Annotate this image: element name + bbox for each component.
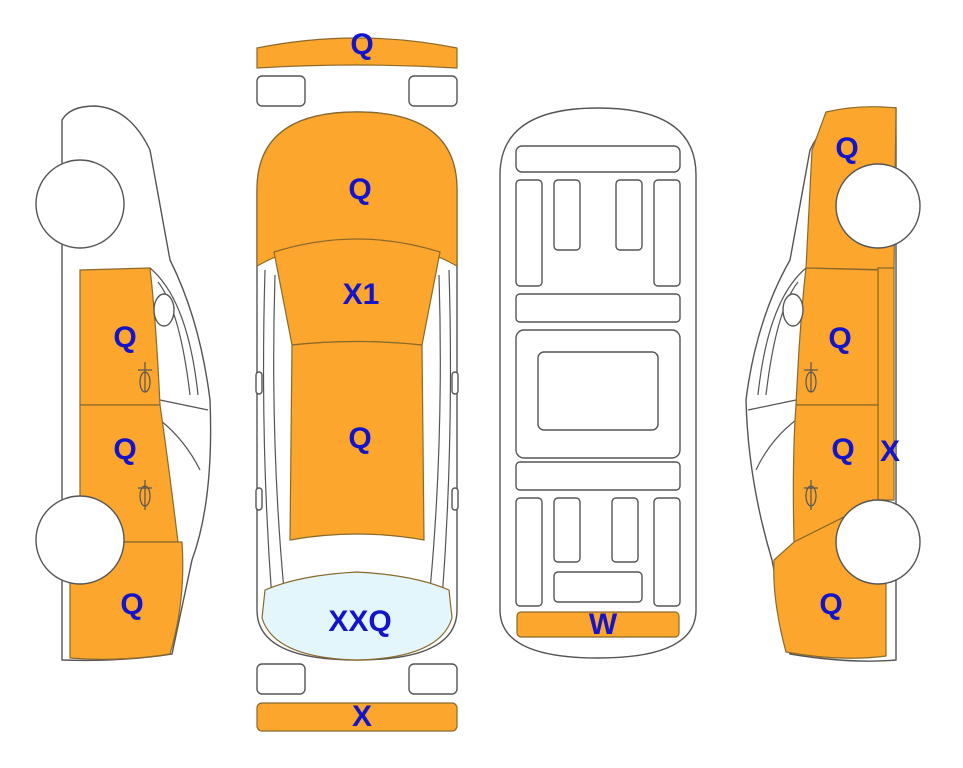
right-taillight: [408, 663, 458, 695]
rear-window-panel[interactable]: [261, 571, 453, 661]
right-headlight: [408, 75, 458, 107]
underbody-rear-panel[interactable]: [516, 611, 680, 638]
front-bumper-panel[interactable]: [256, 37, 458, 69]
right-side-view: [745, 106, 921, 662]
right-rear-wheel: [835, 499, 921, 585]
right-rear-door-label: Q: [831, 433, 854, 466]
left-side-view: [35, 105, 212, 662]
left-rear-quarter-label: Q: [120, 588, 143, 621]
rear-bumper-label: X: [352, 700, 372, 733]
rear-bumper-panel[interactable]: [256, 702, 458, 732]
damage-labels: Q Q X1 Q XXQ X W Q Q Q Q Q Q X Q: [113, 28, 900, 733]
underbody-rear-label: W: [589, 608, 618, 641]
hood-label: Q: [348, 173, 371, 206]
top-view: [255, 37, 459, 732]
left-front-door-label: Q: [113, 321, 136, 354]
roof-label: Q: [348, 422, 371, 455]
left-taillight: [256, 663, 306, 695]
right-side-extra-label: X: [880, 435, 900, 468]
left-rear-wheel: [35, 495, 125, 585]
right-front-wheel: [835, 163, 921, 249]
rear-window-label: XXQ: [328, 605, 391, 638]
left-rear-door-label: Q: [113, 433, 136, 466]
roof-panel[interactable]: [289, 340, 425, 541]
right-front-fender-label: Q: [835, 132, 858, 165]
windshield-label: X1: [343, 278, 380, 311]
underbody-view: [499, 107, 697, 659]
left-front-wheel: [35, 159, 125, 249]
right-front-door-label: Q: [828, 322, 851, 355]
front-bumper-label: Q: [350, 28, 373, 61]
right-rear-quarter-label: Q: [819, 588, 842, 621]
left-headlight: [256, 75, 306, 107]
